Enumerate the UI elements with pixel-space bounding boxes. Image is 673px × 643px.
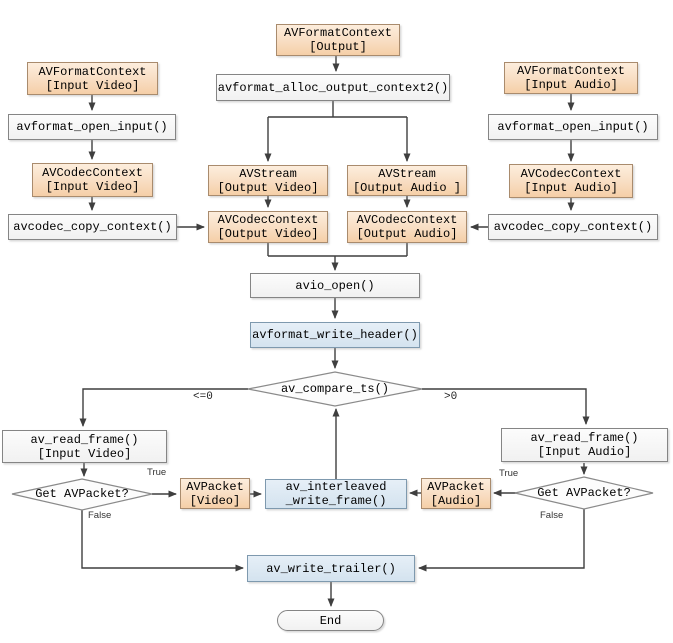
node-avstream-output-audio: AVStream [Output Audio ]	[347, 165, 467, 196]
label-true-left: True	[147, 467, 167, 478]
node-label: avio_open()	[295, 278, 375, 293]
node-label: avformat_alloc_output_context2()	[217, 80, 449, 95]
node-avformat-open-input-left: avformat_open_input()	[8, 114, 176, 140]
label-get-avpacket-left: Get AVPacket?	[35, 487, 129, 501]
node-label: AVFormatContext	[38, 64, 147, 79]
label-branch-gt0: >0	[444, 391, 458, 403]
label-av-compare-ts: av_compare_ts()	[280, 382, 390, 396]
node-label: avformat_write_header()	[252, 328, 418, 342]
node-avcodeccontext-input-video: AVCodecContext [Input Video]	[32, 163, 153, 197]
diamond-av-compare-ts	[247, 371, 423, 407]
node-avformat-write-header: avformat_write_header()	[250, 322, 420, 348]
node-label: [Input Video]	[45, 78, 140, 93]
node-label: [Output]	[309, 40, 367, 54]
node-av-interleaved-write-frame: av_interleaved _write_frame()	[265, 479, 407, 509]
node-label: av_interleaved	[285, 480, 387, 494]
node-label: AVPacket	[427, 479, 485, 494]
node-avcodec-copy-context-left: avcodec_copy_context()	[8, 214, 177, 240]
node-avpacket-video: AVPacket [Video]	[180, 478, 250, 509]
node-label: AVFormatContext	[516, 64, 626, 78]
node-label: av_read_frame()	[30, 432, 139, 447]
node-label: End	[319, 613, 342, 628]
node-avcodec-copy-context-right: avcodec_copy_context()	[488, 214, 658, 240]
edge-false-left-to-trailer	[81, 510, 244, 572]
node-label: [Input Audio]	[524, 181, 618, 195]
node-avpacket-audio: AVPacket [Audio]	[421, 478, 491, 509]
node-avformatcontext-input-video: AVFormatContext [Input Video]	[27, 62, 158, 95]
label-false-left: False	[88, 510, 112, 521]
node-avstream-output-video: AVStream [Output Video]	[208, 165, 328, 196]
node-avcodeccontext-input-audio: AVCodecContext [Input Audio]	[509, 164, 633, 198]
node-label: av_write_trailer()	[266, 561, 396, 576]
node-avformat-alloc-output-context2: avformat_alloc_output_context2()	[216, 74, 450, 101]
label-branch-le0: <=0	[193, 391, 213, 403]
node-label: avformat_open_input()	[16, 120, 168, 134]
node-label: [Input Video]	[37, 446, 132, 461]
node-label: [Audio]	[430, 493, 482, 508]
node-avio-open: avio_open()	[250, 273, 420, 298]
node-label: av_read_frame()	[530, 431, 639, 445]
node-label: AVPacket	[186, 479, 244, 494]
node-label: avcodec_copy_context()	[13, 220, 172, 234]
node-avcodeccontext-output-video: AVCodecContext [Output Video]	[208, 211, 328, 243]
node-label: [Output Audio ]	[352, 180, 462, 195]
node-label: [Video]	[189, 493, 241, 508]
node-av-write-trailer: av_write_trailer()	[247, 555, 415, 582]
node-av-read-frame-audio: av_read_frame() [Input Audio]	[501, 428, 668, 462]
node-label: AVCodecContext	[217, 213, 319, 227]
node-label: [Input Audio]	[537, 445, 632, 459]
node-label: AVCodecContext	[520, 167, 622, 181]
node-label: [Output Audio]	[356, 227, 458, 241]
node-label: AVStream	[239, 166, 297, 181]
node-label: AVStream	[378, 166, 436, 181]
node-label: [Input Audio]	[524, 78, 618, 92]
node-label: [Output Video]	[217, 227, 319, 241]
node-avformatcontext-input-audio: AVFormatContext [Input Audio]	[504, 62, 638, 94]
edge-compare-gt0	[422, 388, 590, 425]
node-avcodeccontext-output-audio: AVCodecContext [Output Audio]	[347, 211, 467, 243]
node-label: [Output Video]	[217, 180, 319, 195]
node-avformatcontext-output: AVFormatContext [Output]	[276, 24, 400, 56]
node-label: avcodec_copy_context()	[493, 220, 653, 234]
diamond-get-avpacket-left	[11, 478, 153, 511]
node-avformat-open-input-right: avformat_open_input()	[488, 114, 658, 140]
node-label: [Input Video]	[45, 180, 140, 194]
node-label: _write_frame()	[285, 494, 387, 508]
diamond-get-avpacket-right	[514, 476, 654, 510]
label-true-right: True	[499, 468, 519, 479]
node-label: AVCodecContext	[356, 213, 458, 227]
node-label: AVFormatContext	[283, 26, 393, 40]
label-get-avpacket-right: Get AVPacket?	[537, 486, 631, 500]
node-label: avformat_open_input()	[497, 120, 649, 134]
node-label: AVCodecContext	[42, 166, 143, 180]
node-end: End	[277, 610, 384, 631]
label-false-right: False	[540, 510, 564, 521]
edge-false-right-to-trailer	[418, 509, 585, 572]
node-av-read-frame-video: av_read_frame() [Input Video]	[2, 430, 167, 463]
edge-compare-le0	[79, 388, 248, 427]
